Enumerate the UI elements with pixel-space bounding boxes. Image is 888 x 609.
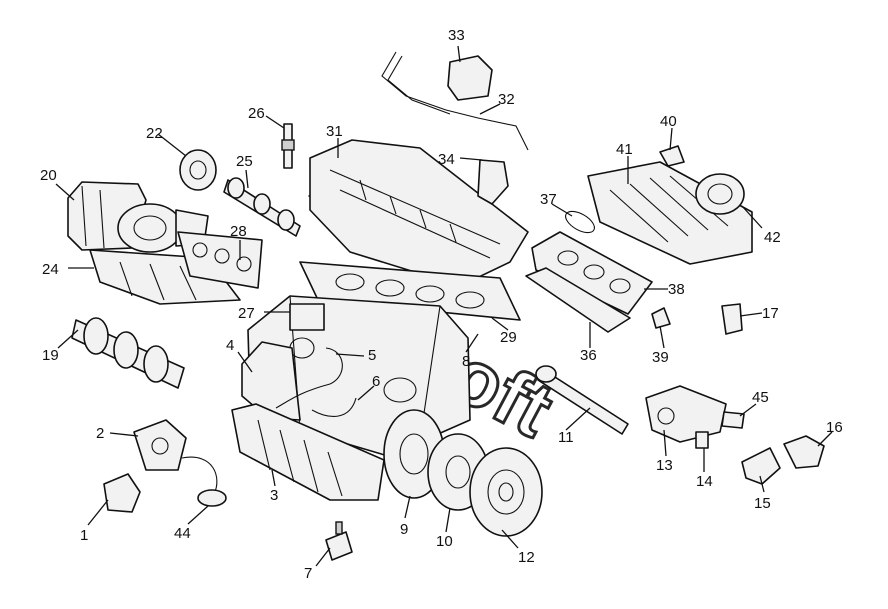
callout-38: 38 — [668, 281, 685, 298]
callout-labels: 1 2 3 4 5 6 7 8 9 10 11 12 13 14 15 16 1… — [40, 27, 843, 582]
spark-plug — [281, 123, 295, 169]
egr-pipe — [381, 51, 529, 151]
callout-12: 12 — [518, 549, 535, 566]
o-ring — [565, 210, 595, 234]
intake-gasket — [525, 267, 631, 333]
cylinder-head — [309, 139, 529, 287]
callout-1: 1 — [80, 527, 88, 544]
callout-17: 17 — [762, 305, 779, 322]
callout-7: 7 — [304, 565, 312, 582]
callout-19: 19 — [42, 347, 59, 364]
callout-37: 37 — [540, 191, 557, 208]
callout-26: 26 — [248, 105, 265, 122]
coolant-outlet — [783, 435, 825, 469]
callout-13: 13 — [656, 457, 673, 474]
camshaft-sensor — [651, 307, 671, 329]
balance-shaft — [535, 365, 629, 435]
crankshaft — [71, 317, 185, 389]
oil-sump — [231, 403, 385, 501]
engine-mount — [103, 473, 141, 513]
intake-manifold — [587, 161, 753, 265]
callout-2: 2 — [96, 425, 104, 442]
oil-pump — [133, 419, 187, 471]
coolant-sensor — [695, 431, 709, 449]
callout-25: 25 — [236, 153, 253, 170]
callout-33: 33 — [448, 27, 465, 44]
callout-8: 8 — [462, 353, 470, 370]
callout-15: 15 — [754, 495, 771, 512]
callout-24: 24 — [42, 261, 59, 278]
intake-cover — [531, 231, 653, 315]
map-sensor — [659, 145, 685, 167]
knock-sensor — [721, 303, 743, 335]
clutch-pressure-plate — [469, 447, 543, 537]
thermostat-housing — [645, 385, 727, 443]
timing-cover — [241, 341, 301, 421]
head-gasket — [299, 261, 521, 321]
callout-39: 39 — [652, 349, 669, 366]
camshaft — [223, 177, 301, 237]
throttle-body — [695, 173, 745, 215]
callout-6: 6 — [372, 373, 380, 390]
hose-connector — [741, 447, 781, 485]
egr-valve — [447, 55, 493, 101]
callout-3: 3 — [270, 487, 278, 504]
callout-36: 36 — [580, 347, 597, 364]
callout-9: 9 — [400, 521, 408, 538]
callout-40: 40 — [660, 113, 677, 130]
callout-29: 29 — [500, 329, 517, 346]
callout-31: 31 — [326, 123, 343, 140]
leader-lines — [55, 45, 833, 567]
camshaft-pulley — [179, 149, 217, 191]
callout-34: 34 — [438, 151, 455, 168]
callout-16: 16 — [826, 419, 843, 436]
callout-22: 22 — [146, 125, 163, 142]
callout-4: 4 — [226, 337, 234, 354]
oil-pickup-pipe — [181, 456, 227, 507]
callout-44: 44 — [174, 525, 191, 542]
callout-45: 45 — [752, 389, 769, 406]
callout-32: 32 — [498, 91, 515, 108]
egr-cooler — [477, 159, 509, 205]
callout-20: 20 — [40, 167, 57, 184]
temperature-sensor — [721, 411, 745, 429]
callout-14: 14 — [696, 473, 713, 490]
callout-28: 28 — [230, 223, 247, 240]
callout-41: 41 — [616, 141, 633, 158]
manifold-gasket — [177, 231, 263, 289]
callout-11: 11 — [558, 429, 574, 446]
callout-5: 5 — [368, 347, 376, 364]
engine-mount-bracket — [289, 303, 325, 331]
callout-42: 42 — [764, 229, 781, 246]
oil-pressure-sensor — [325, 521, 353, 561]
callout-10: 10 — [436, 533, 453, 550]
callout-27: 27 — [238, 305, 255, 322]
